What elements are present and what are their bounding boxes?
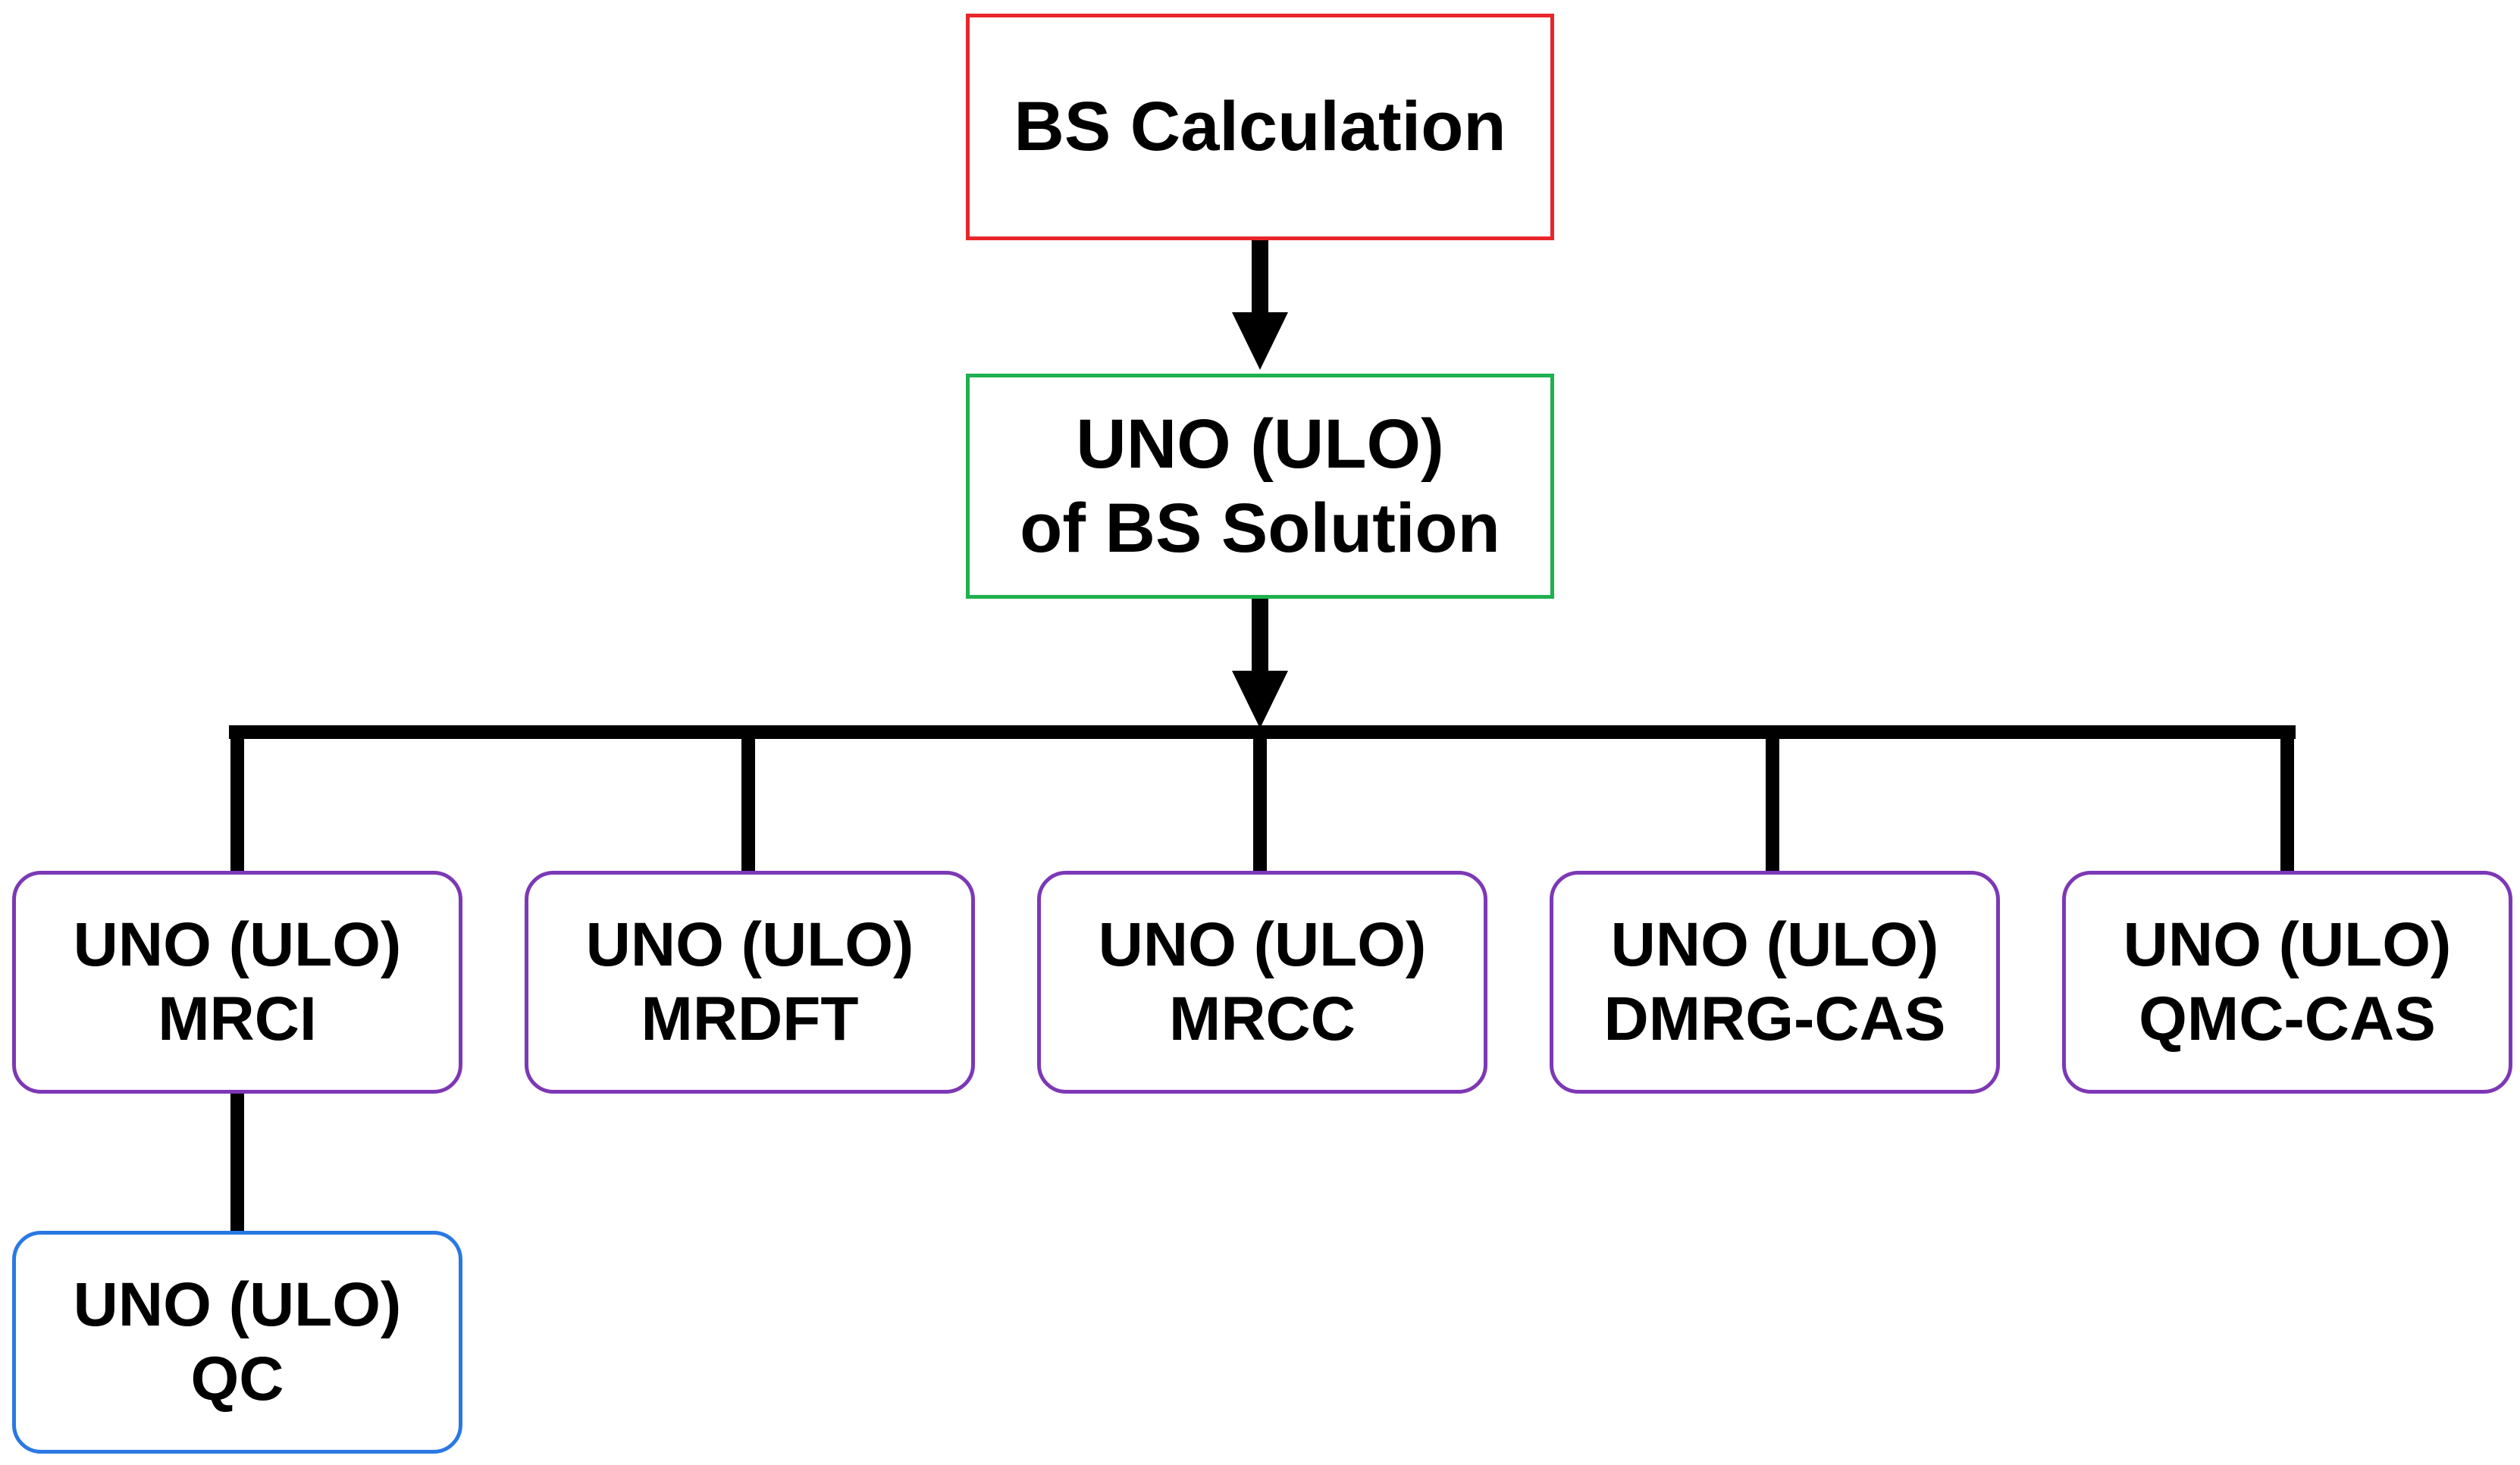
mrdft-line1: UNO (ULO) (585, 909, 914, 979)
bs-calculation-box: BS Calculation (966, 14, 1554, 240)
qmc-cas-line1: UNO (ULO) (2123, 909, 2452, 979)
mrcc-line2: MRCC (1169, 984, 1356, 1053)
qmc-cas-box: UNO (ULO) QMC-CAS (2062, 871, 2512, 1094)
qc-box: UNO (ULO) QC (12, 1231, 462, 1454)
uno-bs-solution-line1: UNO (ULO) (1076, 405, 1444, 484)
edge-bs-to-uno-arrowhead (1232, 312, 1288, 370)
mrcc-box: UNO (ULO) MRCC (1037, 871, 1487, 1094)
mrci-box: UNO (ULO) MRCI (12, 871, 462, 1094)
mrdft-line2: MRDFT (641, 984, 859, 1053)
dmrg-cas-line2: DMRG-CAS (1603, 984, 1946, 1053)
qc-line2: QC (190, 1344, 284, 1413)
uno-bs-solution-line2: of BS Solution (1020, 489, 1500, 567)
dmrg-cas-box: UNO (ULO) DMRG-CAS (1550, 871, 2000, 1094)
qmc-cas-line2: QMC-CAS (2139, 984, 2436, 1053)
mrci-line2: MRCI (158, 984, 317, 1053)
qc-line1: UNO (ULO) (73, 1269, 402, 1339)
mrci-line1: UNO (ULO) (73, 909, 402, 979)
mrcc-line1: UNO (ULO) (1098, 909, 1427, 979)
dmrg-cas-line1: UNO (ULO) (1610, 909, 1939, 979)
uno-bs-solution-box: UNO (ULO) of BS Solution (966, 374, 1554, 599)
bs-calculation-label: BS Calculation (1014, 88, 1506, 166)
mrdft-box: UNO (ULO) MRDFT (525, 871, 975, 1094)
edge-uno-to-bus-arrowhead (1232, 671, 1288, 728)
